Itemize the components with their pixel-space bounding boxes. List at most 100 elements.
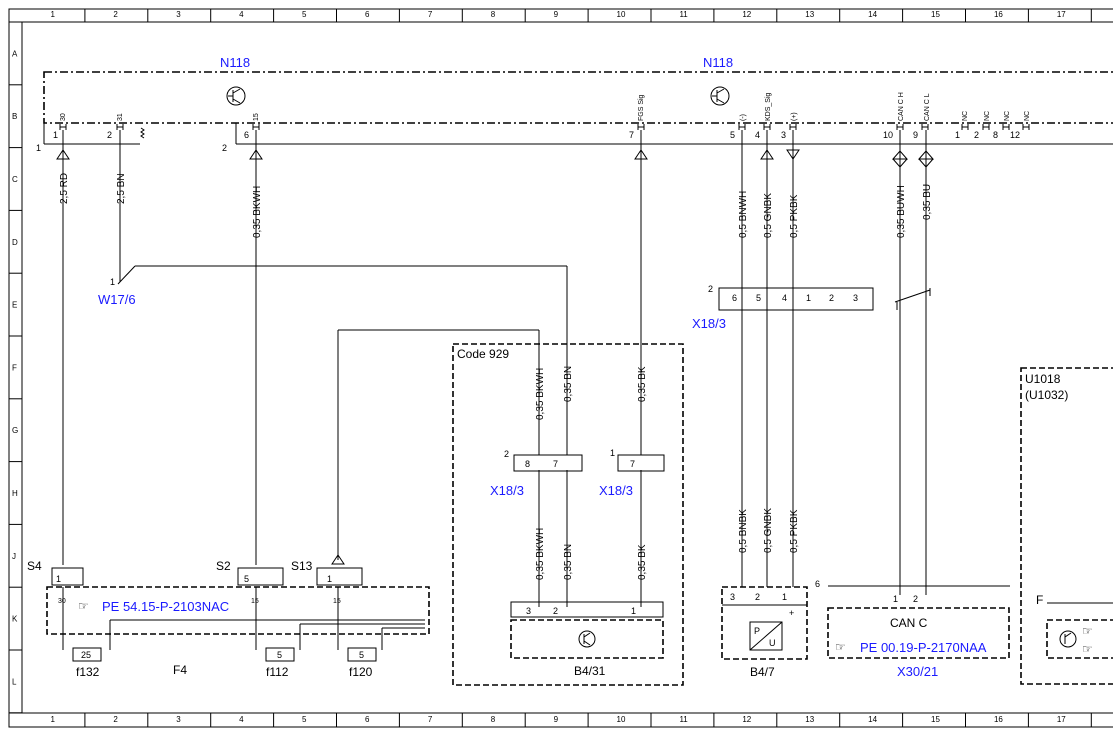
transistor-icon xyxy=(710,86,730,106)
svg-text:4: 4 xyxy=(755,130,760,140)
svg-text:P: P xyxy=(754,626,760,636)
s13-label: S13 xyxy=(291,559,313,573)
grid-col-label: 2 xyxy=(113,10,118,19)
grid-col-label: 1 xyxy=(50,715,55,724)
b4-31-component xyxy=(510,619,664,659)
svg-text:0,35 BKWH: 0,35 BKWH xyxy=(252,186,263,238)
grid-col-label: 3 xyxy=(176,10,181,19)
pe-x30-ref[interactable]: PE 00.19-P-2170NAA xyxy=(860,640,987,655)
svg-text:0,35 BKWH: 0,35 BKWH xyxy=(535,368,546,420)
f-label: F xyxy=(1036,593,1043,607)
hand-pointer-icon: ☞ xyxy=(78,599,89,613)
svg-text:2,5 BN: 2,5 BN xyxy=(116,173,127,204)
svg-text:1: 1 xyxy=(53,130,58,140)
n118-label-left: N118 xyxy=(220,55,250,70)
x18-3-mid-connector-2 xyxy=(513,454,583,472)
fuse-f112 xyxy=(265,647,295,662)
svg-text:31: 31 xyxy=(117,113,124,121)
svg-text:+: + xyxy=(789,608,794,618)
svg-text:7: 7 xyxy=(629,130,634,140)
grid-col-label: 15 xyxy=(931,10,940,19)
f4-fuse-box xyxy=(46,586,430,635)
transistor-icon xyxy=(226,86,246,106)
f-box xyxy=(1046,619,1113,659)
u1018-region xyxy=(1020,367,1113,685)
svg-text:15: 15 xyxy=(253,113,260,121)
svg-text:0,5 BNBK: 0,5 BNBK xyxy=(738,509,749,553)
grid-col-label: 16 xyxy=(994,715,1003,724)
f4-internal-wiring xyxy=(62,587,425,650)
svg-text:U: U xyxy=(769,638,776,648)
b4-7-component xyxy=(721,586,808,660)
svg-text:5: 5 xyxy=(730,130,735,140)
grid-row-label: D xyxy=(12,238,18,247)
s2-switch xyxy=(237,567,284,586)
s13-switch xyxy=(316,567,363,586)
svg-text:0,35 BN: 0,35 BN xyxy=(563,544,574,580)
svg-text:5: 5 xyxy=(277,650,282,660)
grid-col-label: 6 xyxy=(365,10,370,19)
x18-3-top-connector xyxy=(718,287,874,311)
transistor-icon xyxy=(1059,630,1077,648)
grid-col-label: 3 xyxy=(176,715,181,724)
pe-f4-ref[interactable]: PE 54.15-P-2103NAC xyxy=(102,599,229,614)
grid-col-label: 16 xyxy=(994,10,1003,19)
b4-31-connector xyxy=(510,601,664,618)
svg-text:2: 2 xyxy=(913,594,918,604)
transistor-icon xyxy=(578,630,596,648)
hand-pointer-icon: ☞ xyxy=(1082,642,1093,656)
f4-label: F4 xyxy=(173,663,187,677)
svg-text:2: 2 xyxy=(504,449,509,459)
grid-col-label: 9 xyxy=(554,715,559,724)
code-929-region xyxy=(452,343,684,686)
svg-text:(+): (+) xyxy=(791,112,798,121)
wires xyxy=(62,130,931,607)
grid-col-label: 13 xyxy=(805,715,814,724)
can-c-label: CAN C xyxy=(890,616,928,630)
grid-col-label: 7 xyxy=(428,715,433,724)
grid-col-label: 9 xyxy=(554,10,559,19)
grid-col-label: 1 xyxy=(50,10,55,19)
svg-text:2: 2 xyxy=(553,606,558,616)
svg-text:1: 1 xyxy=(56,574,61,584)
svg-text:2: 2 xyxy=(708,284,713,294)
svg-text:0,35 BU: 0,35 BU xyxy=(922,184,933,220)
fuse-f120 xyxy=(347,647,377,662)
n118-conn-2-label: 2 xyxy=(222,143,227,153)
f4-terminal-30: 30 xyxy=(58,598,66,605)
svg-text:(-): (-) xyxy=(740,114,747,121)
svg-text:12: 12 xyxy=(1010,130,1020,140)
grid-row-label: J xyxy=(12,552,16,561)
grid-row-label: K xyxy=(12,615,18,624)
grid-row-label: F xyxy=(12,363,17,372)
grid-row-label: C xyxy=(12,175,18,184)
s2-label: S2 xyxy=(216,559,231,573)
can-c-box xyxy=(827,607,1010,659)
svg-text:0,35 BN: 0,35 BN xyxy=(563,366,574,402)
grid-col-label: 4 xyxy=(239,10,244,19)
wire-labels: 2,5 RD 2,5 BN 0,35 BKWH 0,5 BNWH 0,5 GNB… xyxy=(59,173,933,580)
grid-col-label: 17 xyxy=(1057,10,1066,19)
u1018-label: U1018 xyxy=(1025,372,1061,386)
svg-text:5: 5 xyxy=(244,574,249,584)
svg-text:1: 1 xyxy=(610,448,615,458)
grid-col-label: 12 xyxy=(742,10,751,19)
f4-terminal-15b: 15 xyxy=(333,598,341,605)
svg-text:30: 30 xyxy=(60,113,67,121)
svg-text:8: 8 xyxy=(993,130,998,140)
svg-text:NC: NC xyxy=(984,111,991,121)
svg-text:6: 6 xyxy=(815,579,820,589)
svg-text:1: 1 xyxy=(782,592,787,602)
grid-col-label: 17 xyxy=(1057,715,1066,724)
svg-text:6: 6 xyxy=(732,293,737,303)
svg-text:3: 3 xyxy=(526,606,531,616)
s4-label: S4 xyxy=(27,559,42,573)
grid-col-label: 6 xyxy=(365,715,370,724)
grid-row-label: G xyxy=(12,426,18,435)
grid-row-label: B xyxy=(12,112,17,121)
x18-3-mid-right-label: X18/3 xyxy=(599,483,633,498)
grid-col-label: 8 xyxy=(491,10,496,19)
x18-3-mid-left-label: X18/3 xyxy=(490,483,524,498)
x30-21-label: X30/21 xyxy=(897,664,938,679)
